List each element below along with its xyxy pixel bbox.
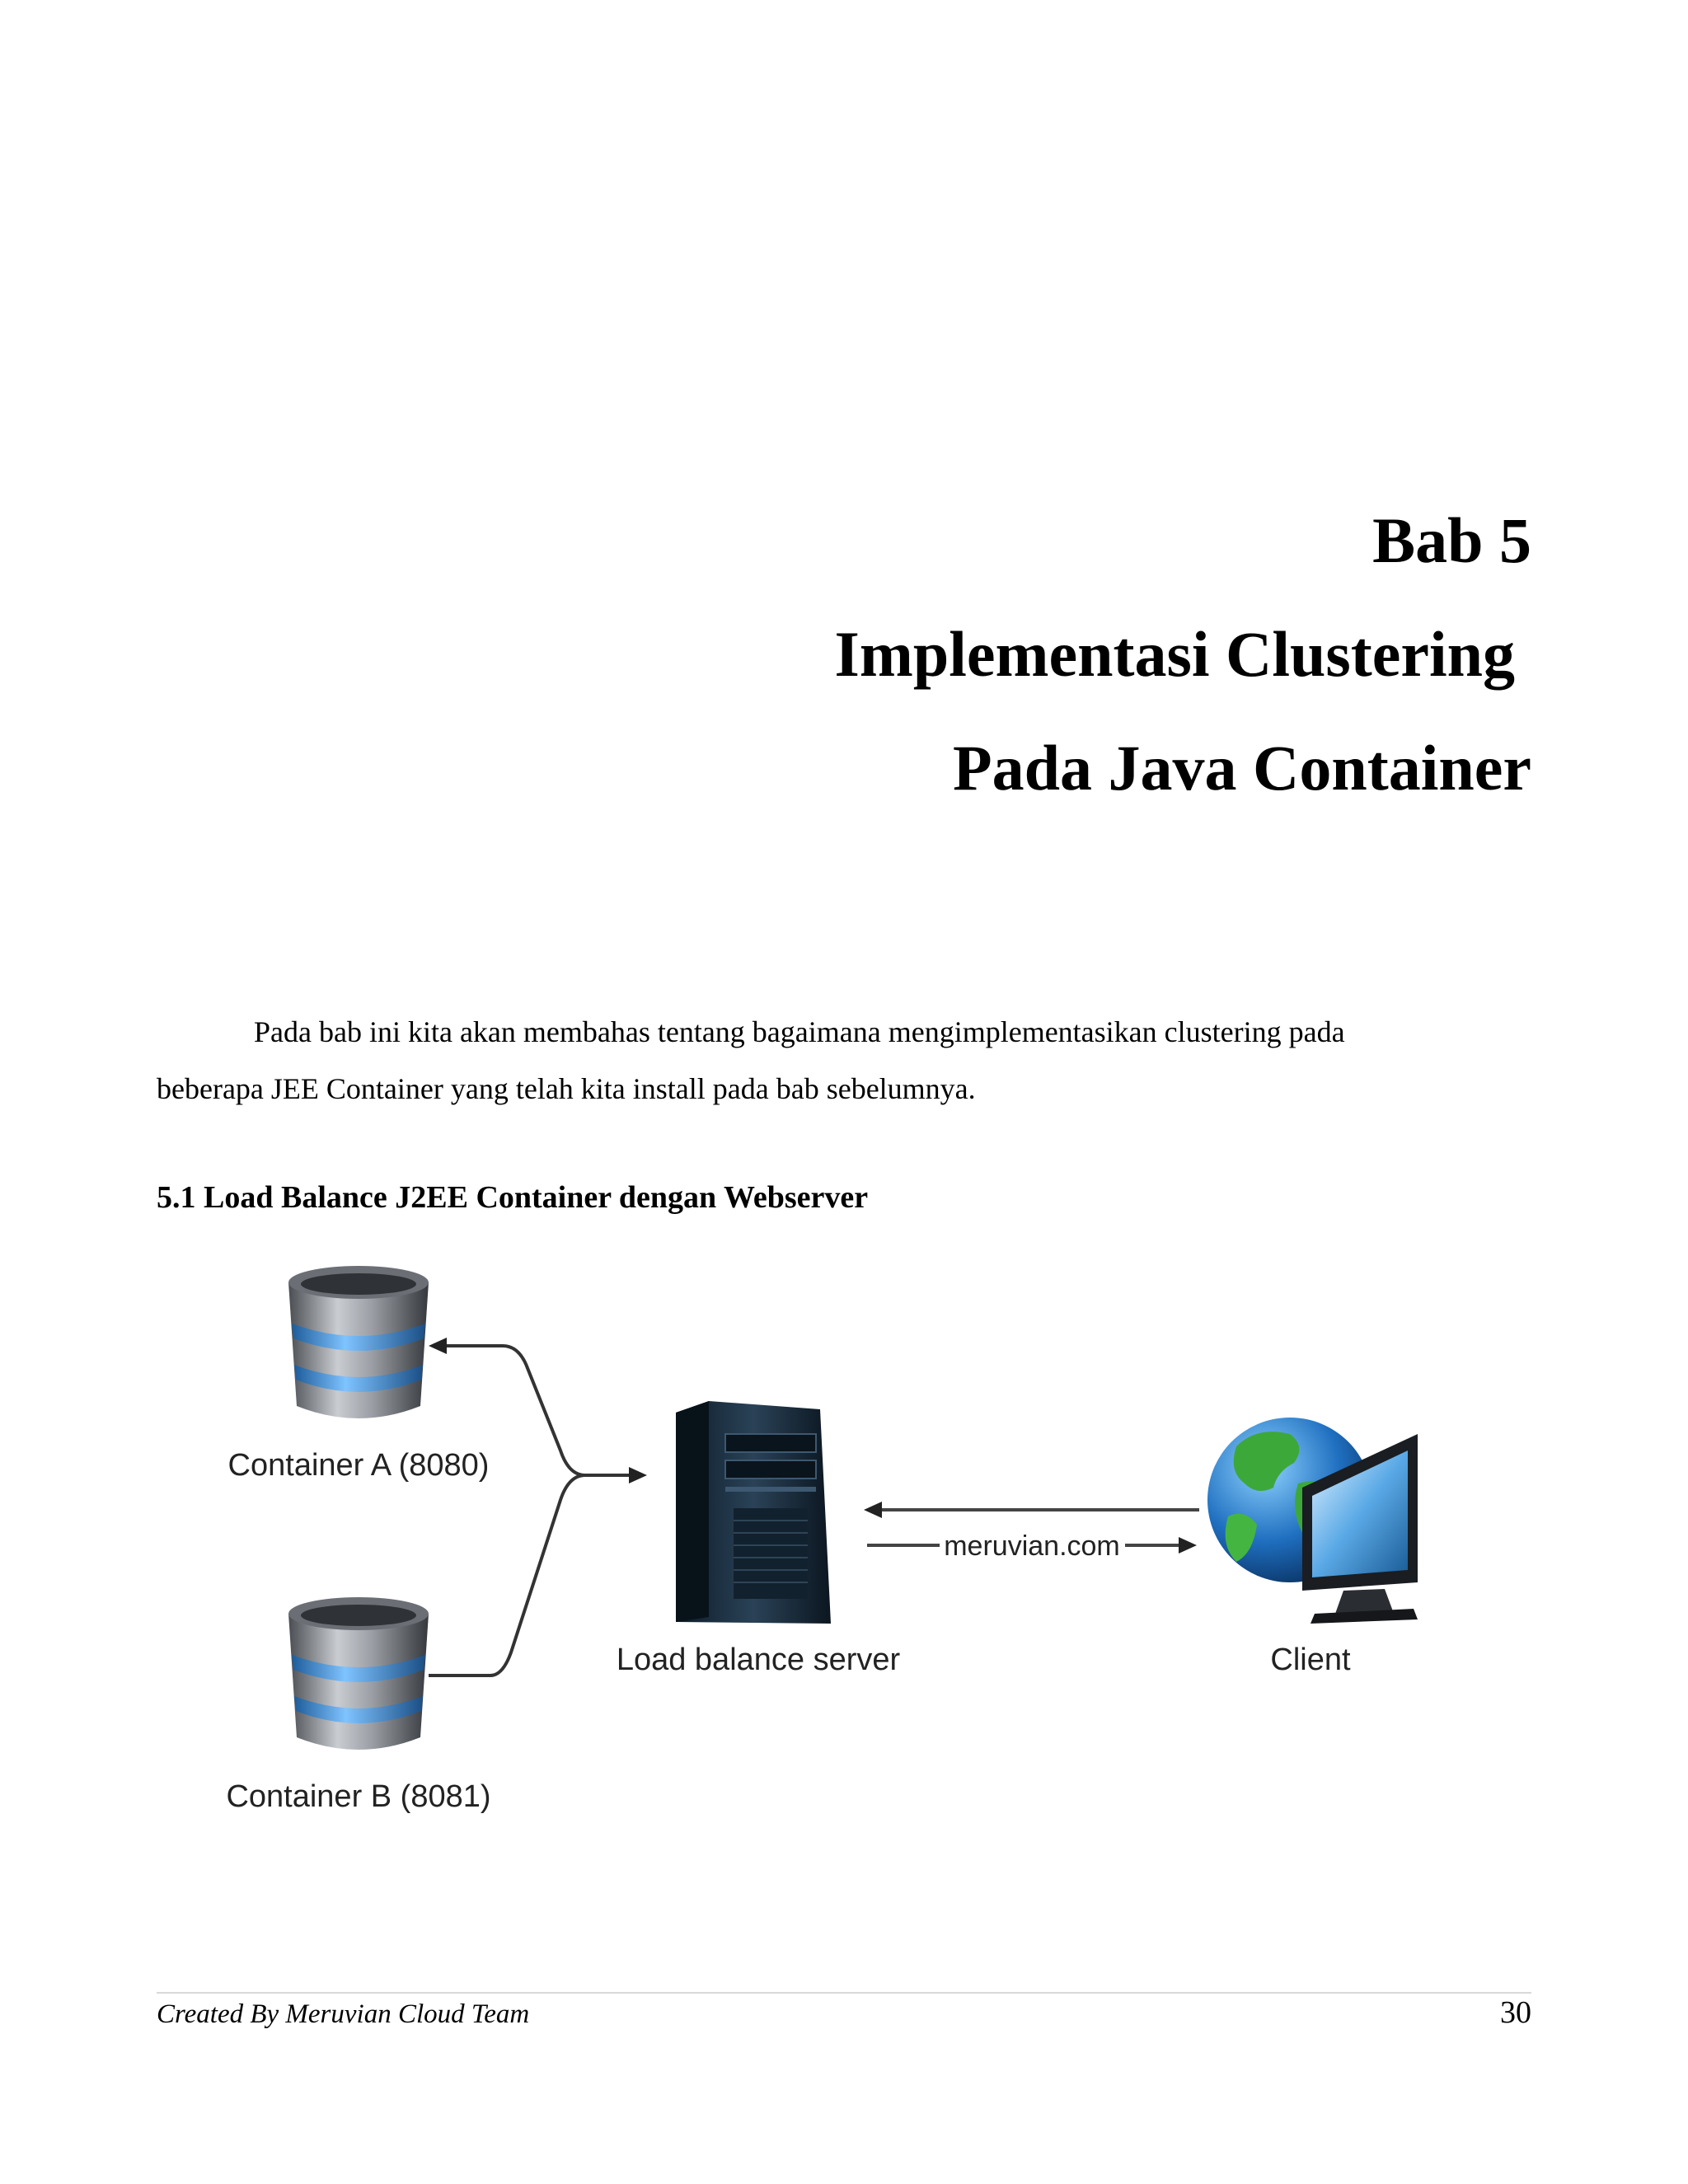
intro-paragraph-line-1: Pada bab ini kita akan membahas tentang … [157, 1004, 1531, 1061]
database-icon [288, 1266, 429, 1418]
arrowhead-to-container-a [429, 1338, 447, 1354]
load-balancer-label: Load balance server [617, 1643, 901, 1677]
database-icon [288, 1597, 429, 1750]
container-a-label: Container A (8080) [228, 1448, 490, 1483]
footer-divider [157, 1992, 1531, 1994]
chapter-number: Bab 5 [1372, 504, 1531, 576]
server-tower-icon [676, 1401, 831, 1624]
container-b-label: Container B (8081) [226, 1779, 490, 1814]
domain-label: meruvian.com [944, 1530, 1120, 1562]
monitor-icon [1302, 1434, 1418, 1624]
arrowhead-to-client [1179, 1537, 1197, 1554]
connector-lines [429, 1344, 631, 1677]
arrowhead-to-load-balancer [629, 1467, 647, 1483]
load-balance-diagram: Container A (8080) Container B (8081) Lo… [226, 1266, 1418, 1814]
chapter-title-line-1: Implementasi Clustering [834, 618, 1515, 690]
section-heading: 5.1 Load Balance J2EE Container dengan W… [157, 1180, 869, 1215]
arrowhead-to-server [864, 1502, 882, 1518]
page-number: 30 [1500, 1995, 1531, 2030]
client-label: Client [1270, 1643, 1351, 1677]
footer-credit: Created By Meruvian Cloud Team [157, 1999, 530, 2029]
intro-text-1: Pada bab ini kita akan membahas tentang … [254, 1015, 1345, 1048]
intro-paragraph-line-2: beberapa JEE Container yang telah kita i… [157, 1072, 976, 1105]
chapter-title-line-2: Pada Java Container [953, 732, 1531, 804]
